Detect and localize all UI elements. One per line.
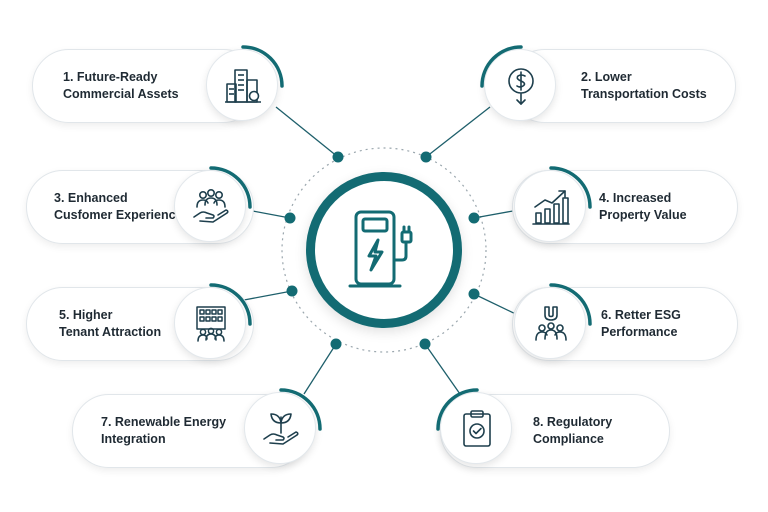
accent-arc: [549, 283, 592, 326]
benefit-3-line-2: Cusfomer Experience: [54, 208, 183, 222]
connector-line-7: [303, 343, 337, 395]
benefit-2-icon-badge: [480, 45, 556, 121]
ev-charging-station-icon: [348, 210, 413, 288]
accent-arc: [209, 283, 252, 326]
accent-arc: [279, 388, 322, 431]
people-hand-icon: [193, 188, 229, 223]
connector-dot-3: [284, 212, 296, 224]
benefit-8-line-1: 8. Regulatory: [533, 415, 613, 429]
benefit-7-icon-badge: [244, 388, 322, 464]
benefit-7-line-1: 7. Renewable Energy: [101, 415, 227, 429]
benefit-8-label: 8. Regulatory Compliance: [533, 414, 612, 448]
connector-line-8: [424, 343, 461, 395]
benefit-1-line-1: 1. Future-Ready: [63, 70, 158, 84]
magnet-people-icon: [535, 306, 567, 341]
benefit-2-line-2: Transportation Costs: [581, 87, 707, 101]
connector-dot-1: [332, 151, 344, 163]
connector-dot-5: [286, 285, 298, 297]
benefit-4-icon-badge: [514, 166, 592, 242]
dollar-down-icon: [508, 68, 534, 105]
connector-dot-4: [468, 212, 480, 224]
accent-arc: [436, 388, 479, 431]
accent-arc: [480, 45, 523, 88]
benefit-5-line-1: 5. Higher: [59, 308, 113, 322]
accent-arc: [241, 45, 284, 88]
benefit-1-line-2: Commercial Assets: [63, 87, 179, 101]
benefit-5-line-2: Tenant Attraction: [59, 325, 162, 339]
building-people-icon: [196, 306, 226, 342]
clipboard-check-icon: [463, 410, 491, 447]
accent-arc: [549, 166, 592, 209]
connector-line-5: [243, 290, 293, 301]
connector-dot-2: [420, 151, 432, 163]
benefit-3-line-1: 3. Enhanced: [54, 191, 128, 205]
connector-dots: [284, 151, 480, 350]
connector-line-1: [275, 106, 339, 158]
benefit-4-line-1: 4. Increased: [599, 191, 672, 205]
benefit-4-label: 4. Increased Property Value: [599, 190, 687, 224]
benefit-3-label: 3. Enhanced Cusfomer Experience: [54, 190, 183, 224]
benefit-8-line-2: Compliance: [533, 432, 604, 446]
benefit-8-icon-badge: [436, 388, 512, 464]
connector-line-2: [425, 106, 491, 158]
center-hub: [306, 172, 462, 328]
benefit-2-line-1: 2. Lower: [581, 70, 632, 84]
connector-dot-8: [419, 338, 431, 350]
benefit-6-label: 6. Retter ESG Performance: [601, 307, 681, 341]
benefit-6-line-2: Performance: [601, 325, 678, 339]
benefit-2-label: 2. Lower Transportation Costs: [581, 69, 707, 103]
benefit-5-label: 5. Higher Tenant Attraction: [59, 307, 161, 341]
benefit-3-icon-badge: [174, 166, 252, 242]
benefit-6-line-1: 6. Retter ESG: [601, 308, 681, 322]
benefit-1-label: 1. Future-Ready Commercial Assets: [63, 69, 179, 103]
benefit-1-icon-badge: [206, 45, 284, 121]
benefit-5-icon-badge: [174, 283, 252, 359]
buildings-icon: [225, 69, 261, 103]
benefit-7-label: 7. Renewable Energy Integration: [101, 414, 226, 448]
benefit-4-line-2: Property Value: [599, 208, 687, 222]
growth-chart-icon: [532, 190, 570, 225]
dotted-orbit: [281, 147, 487, 353]
connector-dot-6: [468, 288, 480, 300]
connector-dot-7: [330, 338, 342, 350]
benefit-7-line-2: Integration: [101, 432, 166, 446]
plant-hand-icon: [263, 413, 299, 445]
accent-arc: [209, 166, 252, 209]
benefit-6-icon-badge: [514, 283, 592, 359]
connector-lines: [241, 106, 525, 395]
